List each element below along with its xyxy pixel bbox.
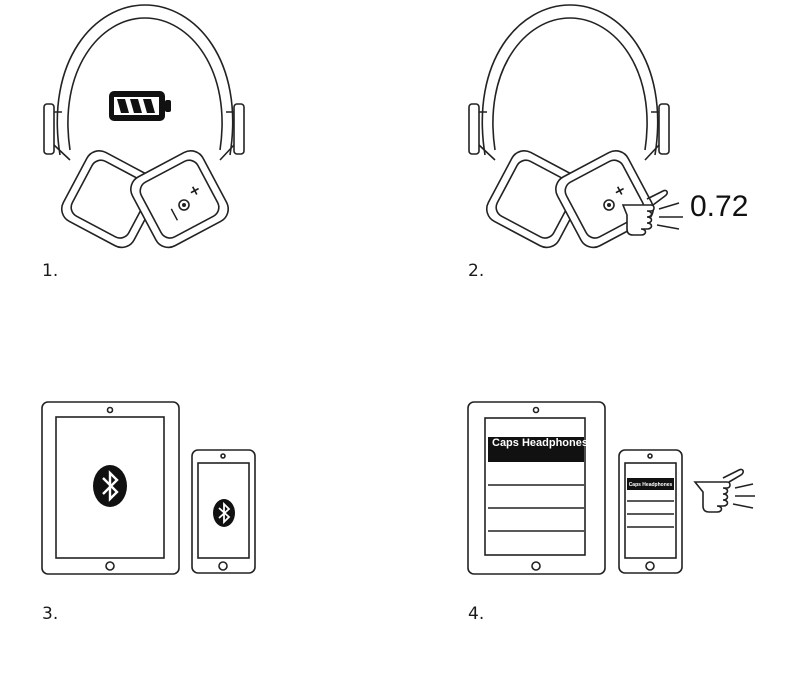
bluetooth-icon bbox=[213, 499, 235, 527]
step-3-panel: 3. bbox=[0, 390, 400, 650]
step-number: 1. bbox=[42, 261, 59, 281]
device-list-title: Caps Headphones bbox=[492, 437, 588, 449]
step-1-panel: + | 1. bbox=[0, 0, 400, 300]
select-device-hand-icon bbox=[693, 468, 755, 513]
headphones-illustration bbox=[468, 4, 670, 249]
battery-charging-icon bbox=[109, 91, 171, 121]
headphones-illustration bbox=[43, 4, 245, 249]
step-number: 4. bbox=[468, 604, 485, 624]
press-button-hand-icon bbox=[621, 189, 683, 236]
step-4-panel: Caps Headphones Caps Headphones 4. bbox=[425, 390, 797, 650]
phone-device-list-title: Caps Headphones bbox=[628, 482, 673, 488]
tablet-illustration bbox=[467, 401, 606, 575]
bluetooth-icon bbox=[93, 465, 127, 507]
step-2-panel: + 0.72 2. bbox=[425, 0, 797, 300]
phone-illustration bbox=[618, 449, 683, 574]
control-buttons bbox=[178, 199, 190, 211]
step-number: 3. bbox=[42, 604, 59, 624]
press-duration-value: 0.72 bbox=[690, 190, 749, 223]
step-number: 2. bbox=[468, 261, 485, 281]
